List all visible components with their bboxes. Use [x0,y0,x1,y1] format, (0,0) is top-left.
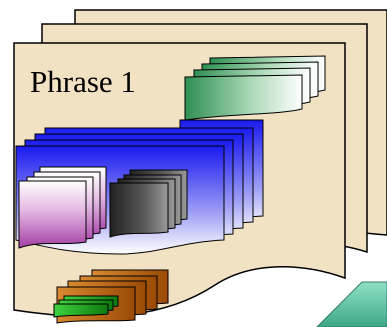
phrase-label: Phrase 1 [30,64,136,99]
gray-document-stack [109,169,188,238]
green-document-stack [184,55,326,121]
purple-document-stack [18,166,107,249]
bright-green-document-stack [53,295,119,318]
up-arrow-icon [316,281,387,327]
